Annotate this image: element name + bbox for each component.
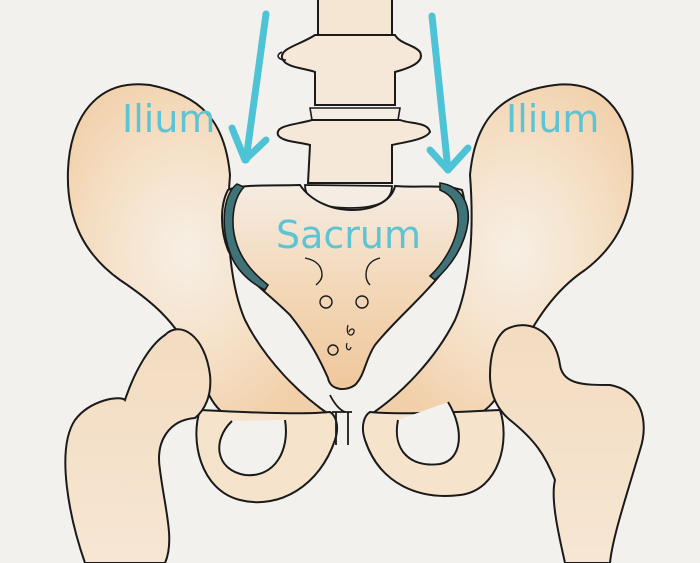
left-hip-bone [66, 83, 339, 504]
left-femur [64, 328, 212, 563]
right-arrow-icon [426, 12, 472, 174]
right-hip-bone [361, 83, 634, 497]
right-sacroiliac-joint [428, 182, 470, 282]
label-ilium-left: Ilium [122, 97, 216, 141]
label-sacrum: Sacrum [276, 213, 422, 257]
label-ilium-right: Ilium [506, 97, 600, 141]
lumbar-spine [276, 0, 432, 209]
right-femur [488, 324, 645, 563]
left-sacroiliac-joint [223, 183, 270, 292]
left-arrow-icon [228, 10, 270, 164]
sacrum-bone [221, 183, 466, 445]
